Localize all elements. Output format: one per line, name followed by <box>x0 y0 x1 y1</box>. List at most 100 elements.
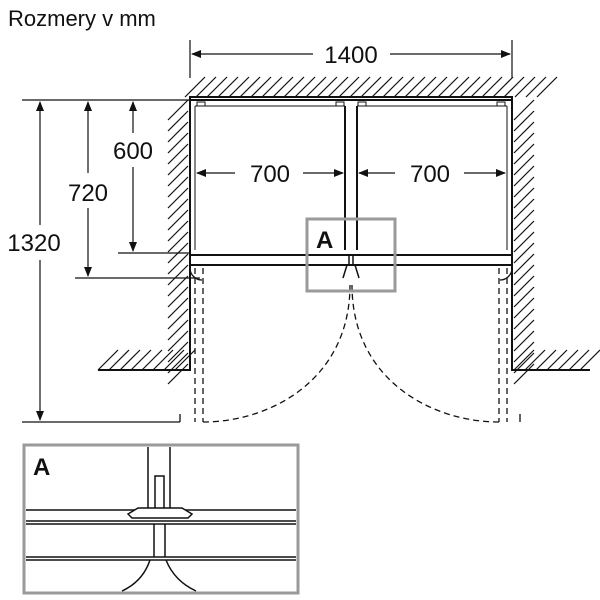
detail-marker-label: A <box>316 227 333 254</box>
dimension-total-width <box>189 40 513 78</box>
hatch-line <box>568 349 590 371</box>
hatch-line <box>167 121 189 143</box>
hatch-line <box>415 76 437 98</box>
hatch-line <box>167 286 189 308</box>
hatch-line <box>108 349 130 371</box>
hatch-line <box>97 349 119 371</box>
hatch-line <box>167 220 189 242</box>
hatch-line <box>513 154 535 176</box>
hatch-line <box>513 187 535 209</box>
hatch-line <box>167 198 189 220</box>
hatch-line <box>167 308 189 330</box>
hatch-line <box>338 76 360 98</box>
hatch-line <box>167 132 189 154</box>
hatch-line <box>513 176 535 198</box>
hatch-line <box>513 363 535 385</box>
depth-doors-open-label: 1320 <box>7 230 60 257</box>
hatch-line <box>514 76 536 98</box>
hatch-line <box>195 76 217 98</box>
hatch-line <box>513 297 535 319</box>
hatch-line <box>557 349 579 371</box>
hatch-line <box>167 264 189 286</box>
hatch-line <box>167 341 189 363</box>
hatch-line <box>524 349 546 371</box>
hatch-line <box>167 187 189 209</box>
hatch-line <box>184 76 206 98</box>
right-door-width-label: 700 <box>410 161 450 188</box>
hatch-line <box>163 349 185 371</box>
hatch-line <box>167 231 189 253</box>
hatch-line <box>513 198 535 220</box>
left-door-width-label: 700 <box>250 161 290 188</box>
hatch-line <box>206 76 228 98</box>
hatch-line <box>130 349 152 371</box>
hatch-line <box>167 154 189 176</box>
hatch-line <box>272 76 294 98</box>
hatch-line <box>513 308 535 330</box>
hatch-line <box>167 176 189 198</box>
hatch-line <box>167 330 189 352</box>
hatch-line <box>503 76 525 98</box>
hatch-line <box>404 76 426 98</box>
hatch-line <box>535 349 557 371</box>
hatch-line <box>513 231 535 253</box>
hatch-line <box>513 253 535 275</box>
hatch-line <box>167 165 189 187</box>
hatch-line <box>382 76 404 98</box>
hatch-line <box>513 220 535 242</box>
dimension-depth-doors-open <box>22 99 180 423</box>
hatch-line <box>119 349 141 371</box>
total-width-label: 1400 <box>324 42 377 69</box>
hatch-line <box>167 110 189 132</box>
hatch-line <box>470 76 492 98</box>
hatch-line <box>513 352 535 374</box>
hatch-line <box>513 319 535 341</box>
hatch-line <box>492 76 514 98</box>
hatch-line <box>167 275 189 297</box>
hatch-line <box>513 286 535 308</box>
hatch-line <box>513 242 535 264</box>
hatch-line <box>360 76 382 98</box>
hatch-line <box>513 349 535 371</box>
hatch-line <box>546 349 568 371</box>
hatch-line <box>217 76 239 98</box>
detail-inset: A <box>22 443 300 595</box>
dimension-depth-body <box>118 99 190 254</box>
hatch-line <box>305 76 327 98</box>
hatch-line <box>141 349 163 371</box>
hatch-line <box>327 76 349 98</box>
hatch-line <box>513 110 535 132</box>
hatch-line <box>167 363 189 385</box>
hatch-line <box>513 264 535 286</box>
hatch-line <box>167 209 189 231</box>
hatch-line <box>513 165 535 187</box>
hatch-line <box>349 76 371 98</box>
hatch-line <box>250 76 272 98</box>
hatch-line <box>513 341 535 363</box>
wall-hatching <box>97 76 600 385</box>
hatch-line <box>513 99 535 121</box>
hatch-line <box>513 330 535 352</box>
hatch-line <box>283 76 305 98</box>
detail-inset-label: A <box>33 454 50 481</box>
hatch-line <box>393 76 415 98</box>
hatch-line <box>167 297 189 319</box>
hatch-line <box>481 76 503 98</box>
depth-body-label: 600 <box>113 138 153 165</box>
hatch-line <box>536 76 558 98</box>
hatch-line <box>261 76 283 98</box>
hatch-line <box>239 76 261 98</box>
detail-marker-box <box>305 217 397 293</box>
hatch-line <box>371 76 393 98</box>
depth-with-doors-label: 720 <box>68 180 108 207</box>
hatch-line <box>167 99 189 121</box>
hatch-line <box>167 319 189 341</box>
hatch-line <box>228 76 250 98</box>
hatch-line <box>513 121 535 143</box>
door-swing-paths <box>179 267 521 423</box>
hatch-line <box>513 209 535 231</box>
dimension-depth-with-doors <box>75 101 200 279</box>
hatch-line <box>167 253 189 275</box>
hatch-line <box>167 352 189 374</box>
